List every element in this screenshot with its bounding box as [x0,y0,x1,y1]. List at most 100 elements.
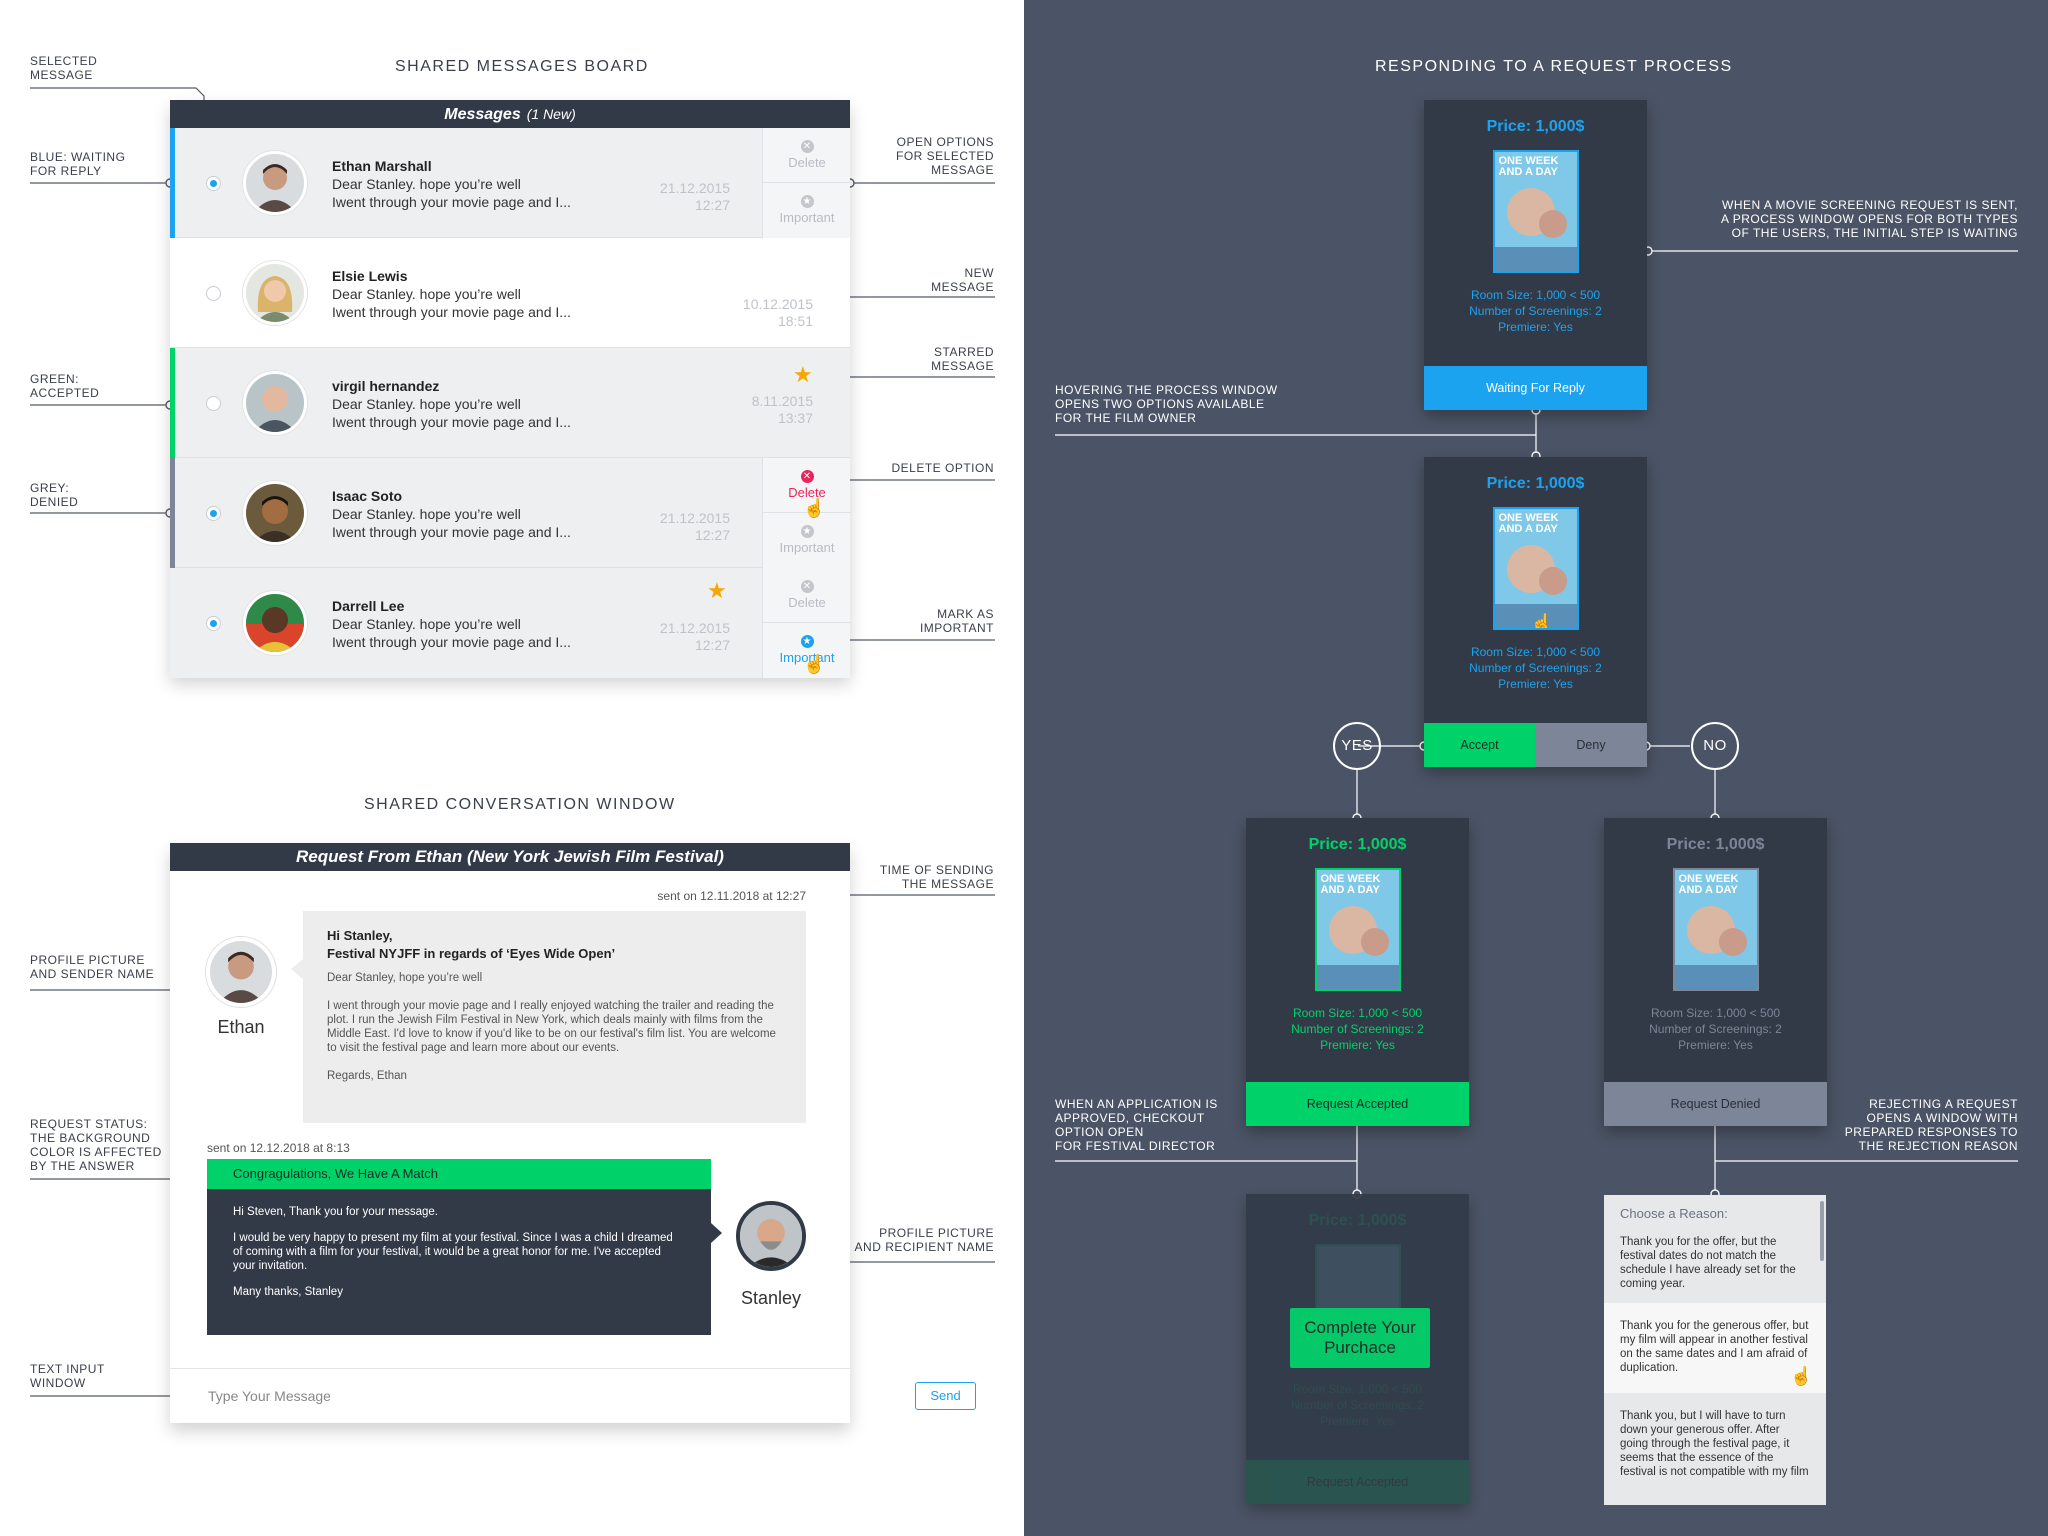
important-label: Important [779,540,835,555]
sender-name-label: Ethan [217,1017,265,1037]
close-icon: ✕ [800,470,814,483]
premiere: Premiere: Yes [1498,320,1573,334]
deny-button[interactable]: Deny [1535,723,1647,767]
select-radio[interactable] [206,616,221,631]
star-icon: ★ [800,635,814,648]
process-card-accepted: Price: 1,000$ ONE WEEK AND A DAY Room Si… [1246,818,1469,1126]
date-text: 21.12.2015 [659,620,730,636]
delete-label: Delete [788,595,826,610]
message-options: ✕Delete ★Important ☝ [762,458,851,568]
hand-cursor-icon: ☝ [1530,613,1553,630]
select-radio[interactable] [206,506,221,521]
note-initial-waiting: WHEN A MOVIE SCREENING REQUEST IS SENT, … [1721,198,2018,240]
recipient-avatar [736,1201,806,1271]
poster-title: ONE WEEK AND A DAY [1498,155,1559,178]
complete-purchase-button[interactable]: Complete Your Purchace [1290,1308,1430,1368]
avatar-elsie [243,261,307,325]
screenings: Number of Screenings: 2 [1649,1022,1782,1036]
movie-poster: ONE WEEK AND A DAY [1314,868,1401,991]
send-button[interactable]: Send [915,1382,976,1410]
scrollbar[interactable] [1820,1201,1824,1261]
sender-name: virgil hernandez [332,378,440,394]
note-delete-option: DELETE OPTION [891,461,994,475]
msg-greeting: Hi Stanley, [327,928,393,943]
status-bar-blue [170,128,175,238]
note-selected-message: SELECTED MESSAGE [30,54,98,82]
accept-button[interactable]: Accept [1424,723,1535,767]
hand-cursor-icon: ☝ [1790,1366,1813,1386]
messages-title: Messages [444,106,521,123]
important-button[interactable]: ★ Important [763,623,851,678]
close-icon: ✕ [800,580,814,593]
poster-title: ONE WEEK AND A DAY [1320,873,1381,896]
conversation-section-title: SHARED CONVERSATION WINDOW [364,796,676,813]
note-new-message: NEW MESSAGE [931,266,994,294]
poster-title: ONE WEEK AND A DAY [1678,873,1739,896]
reason-option-3[interactable]: Thank you, but I will have to turn down … [1620,1410,1809,1478]
message-list: Ethan Marshall Dear Stanley. hope you’re… [170,128,851,678]
delete-button[interactable]: ✕ Delete [763,458,851,513]
message-input[interactable]: Type Your Message [208,1388,331,1404]
delete-label: Delete [788,155,826,170]
select-radio[interactable] [206,176,221,191]
sender-avatar [206,937,276,1007]
important-label: Important [779,210,835,225]
incoming-message-bubble: Hi Stanley, Festival NYJFF in regards of… [291,911,806,1123]
premiere: Premiere: Yes [1678,1038,1753,1052]
message-row-isaac[interactable]: Isaac Soto Dear Stanley. hope you’re wel… [170,458,851,568]
delete-label: Delete [788,485,826,500]
waiting-for-reply-button[interactable]: Waiting For Reply [1424,366,1647,410]
room-size: Room Size: 1,000 < 500 [1292,1006,1423,1020]
select-radio[interactable] [206,396,221,411]
card-price: Price: 1,000$ [1308,836,1407,853]
note-grey-denied: GREY: DENIED [30,481,79,509]
starred-star-icon[interactable]: ★ [707,578,727,603]
starred-star-icon[interactable]: ★ [793,362,813,387]
preview-line-1: Dear Stanley. hope you’re well [332,616,521,632]
note-rejecting: REJECTING A REQUEST OPENS A WINDOW WITH … [1844,1097,2018,1153]
screenings: Number of Screenings: 2 [1469,661,1602,675]
messages-new-count: (1 New) [526,106,576,122]
no-circle: NO [1691,722,1739,770]
sender-name: Isaac Soto [332,488,403,504]
delete-button[interactable]: ✕ Delete [763,128,851,183]
sent-time-2: sent on 12.12.2018 at 8:13 [207,1141,350,1155]
note-request-status: REQUEST STATUS: THE BACKGROUND COLOR IS … [30,1117,162,1173]
sent-time-1: sent on 12.11.2018 at 12:27 [657,889,806,903]
select-radio[interactable] [206,286,221,301]
note-profile-sender: PROFILE PICTURE AND SENDER NAME [30,953,155,981]
reason-option-2[interactable]: Thank you for the generous offer, but my… [1604,1303,1826,1393]
msg-line1: Dear Stanley, hope you’re well [327,972,483,984]
delete-button[interactable]: ✕ Delete [763,568,851,623]
message-row-darrell[interactable]: Darrell Lee Dear Stanley. hope you’re we… [170,568,851,678]
important-label: Important [779,650,835,665]
hand-cursor-icon: ☝ [803,654,826,674]
message-row-elsie[interactable]: Elsie Lewis Dear Stanley. hope you’re we… [170,238,850,348]
message-options: ✕ Delete ★ Important [762,128,851,238]
important-button[interactable]: ★ Important [763,183,851,238]
message-row-ethan[interactable]: Ethan Marshall Dear Stanley. hope you’re… [170,128,851,238]
close-icon: ✕ [800,140,814,153]
preview-line-2: Iwent through your movie page and I... [332,634,571,650]
premiere: Premiere: Yes [1498,677,1573,691]
status-bar-green [170,348,175,458]
request-denied-button[interactable]: Request Denied [1604,1082,1827,1126]
note-profile-recipient: PROFILE PICTURE AND RECIPIENT NAME [854,1226,994,1254]
card-info: Room Size: 1,000 < 500 Number of Screeni… [1246,1381,1469,1429]
board-section-title: SHARED MESSAGES BOARD [395,58,649,75]
movie-poster: ONE WEEK AND A DAY ☝ [1492,507,1579,630]
process-card-hover: Price: 1,000$ ONE WEEK AND A DAY ☝ Room … [1424,457,1647,767]
request-accepted-button[interactable]: Request Accepted [1246,1082,1469,1126]
important-button[interactable]: ★ Important [763,513,851,568]
card-price: Price: 1,000$ [1666,836,1765,853]
preview-line-2: Iwent through your movie page and I... [332,304,571,320]
reason-option-1[interactable]: Thank you for the offer, but the festiva… [1620,1236,1796,1290]
star-icon: ★ [800,525,814,538]
reply-line1: Hi Steven, Thank you for your message. [233,1206,438,1218]
card-info: Room Size: 1,000 < 500 Number of Screeni… [1424,287,1647,335]
star-icon: ★ [800,195,814,208]
message-row-virgil[interactable]: virgil hernandez Dear Stanley. hope you’… [170,348,850,458]
msg-body: I went through your movie page and I rea… [327,1000,776,1054]
note-approved: WHEN AN APPLICATION IS APPROVED, CHECKOU… [1055,1097,1218,1153]
